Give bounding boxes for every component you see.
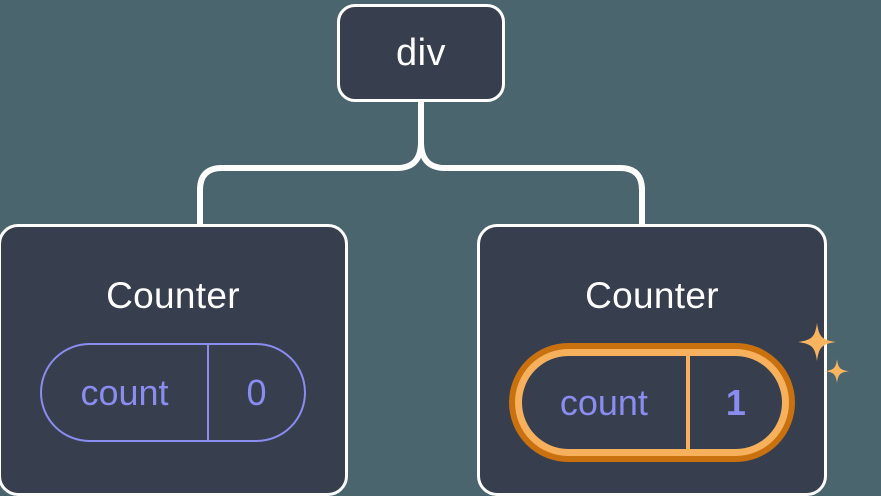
edge-root-to-counter-right (418, 141, 645, 226)
state-pill-count-left[interactable]: count 0 (40, 343, 306, 442)
state-key-label-right: count (559, 381, 648, 423)
state-value-label-left: 0 (207, 345, 304, 440)
state-pill-wrap-right: count 1 (509, 323, 849, 462)
state-pill-count-right[interactable]: count 1 (509, 343, 795, 462)
edge-root-to-counter-left (197, 141, 424, 226)
state-pill-inner-right: count 1 (522, 356, 782, 449)
state-pill-wrap-left: count 0 (40, 343, 306, 442)
state-key-label-left: count (80, 371, 169, 413)
node-counter-left[interactable]: Counter count 0 (0, 224, 348, 496)
sparkle-large-icon (798, 323, 836, 361)
node-counter-left-title: Counter (106, 275, 240, 316)
node-root-div[interactable]: div (337, 4, 505, 102)
node-counter-right[interactable]: Counter count 1 (477, 224, 849, 496)
state-value-label-right: 1 (685, 356, 782, 449)
sparkle-group (798, 323, 849, 383)
node-root-title: div (395, 32, 447, 74)
node-counter-right-title: Counter (585, 275, 719, 316)
sparkle-small-icon (825, 359, 849, 383)
